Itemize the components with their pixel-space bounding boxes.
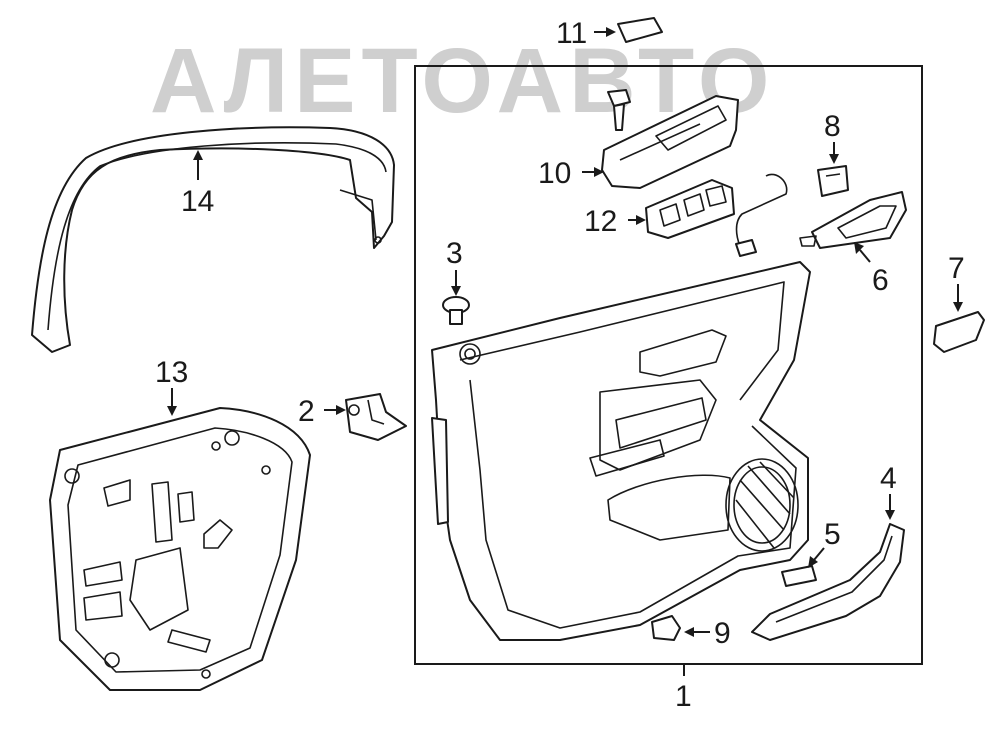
callout-labels: 1 2 3 4 5 6 7 8 9 10 11 12 13 14 xyxy=(155,17,965,713)
part-14-window-molding xyxy=(31,126,395,353)
part-8-switch xyxy=(817,165,849,197)
part-12-window-switch xyxy=(645,179,735,239)
part-6-handle-bezel xyxy=(799,191,907,249)
callout-14: 14 xyxy=(181,185,214,218)
callout-10: 10 xyxy=(538,157,571,190)
callout-13: 13 xyxy=(155,356,188,389)
part-9-clip xyxy=(651,615,681,641)
bolt xyxy=(607,89,631,131)
assembly-frame xyxy=(414,65,923,665)
part-13-door-module-panel xyxy=(49,407,311,691)
part-11-clip xyxy=(617,17,663,43)
callout-4: 4 xyxy=(880,462,897,495)
part-7-cover xyxy=(933,311,985,353)
callout-12: 12 xyxy=(584,205,617,238)
callout-2: 2 xyxy=(298,395,315,428)
leader-lines xyxy=(167,27,963,676)
part-10-switch-bezel xyxy=(601,95,739,189)
callout-8: 8 xyxy=(824,110,841,143)
part-5-clip xyxy=(781,565,817,587)
callout-6: 6 xyxy=(872,264,889,297)
part-4-trim-strip xyxy=(751,523,905,641)
callout-5: 5 xyxy=(824,518,841,551)
part-2-bracket xyxy=(345,393,407,441)
callout-1: 1 xyxy=(675,680,692,713)
callout-9: 9 xyxy=(714,617,731,650)
callout-3: 3 xyxy=(446,237,463,270)
callout-11: 11 xyxy=(556,17,587,50)
watermark-text: АЛЕТОАВТО xyxy=(150,30,776,132)
wire-harness xyxy=(735,173,788,257)
part-1-door-trim-panel xyxy=(431,261,811,641)
watermark: АЛЕТОАВТО xyxy=(150,30,776,132)
callout-7: 7 xyxy=(948,252,965,285)
part-3-push-pin xyxy=(442,296,470,325)
